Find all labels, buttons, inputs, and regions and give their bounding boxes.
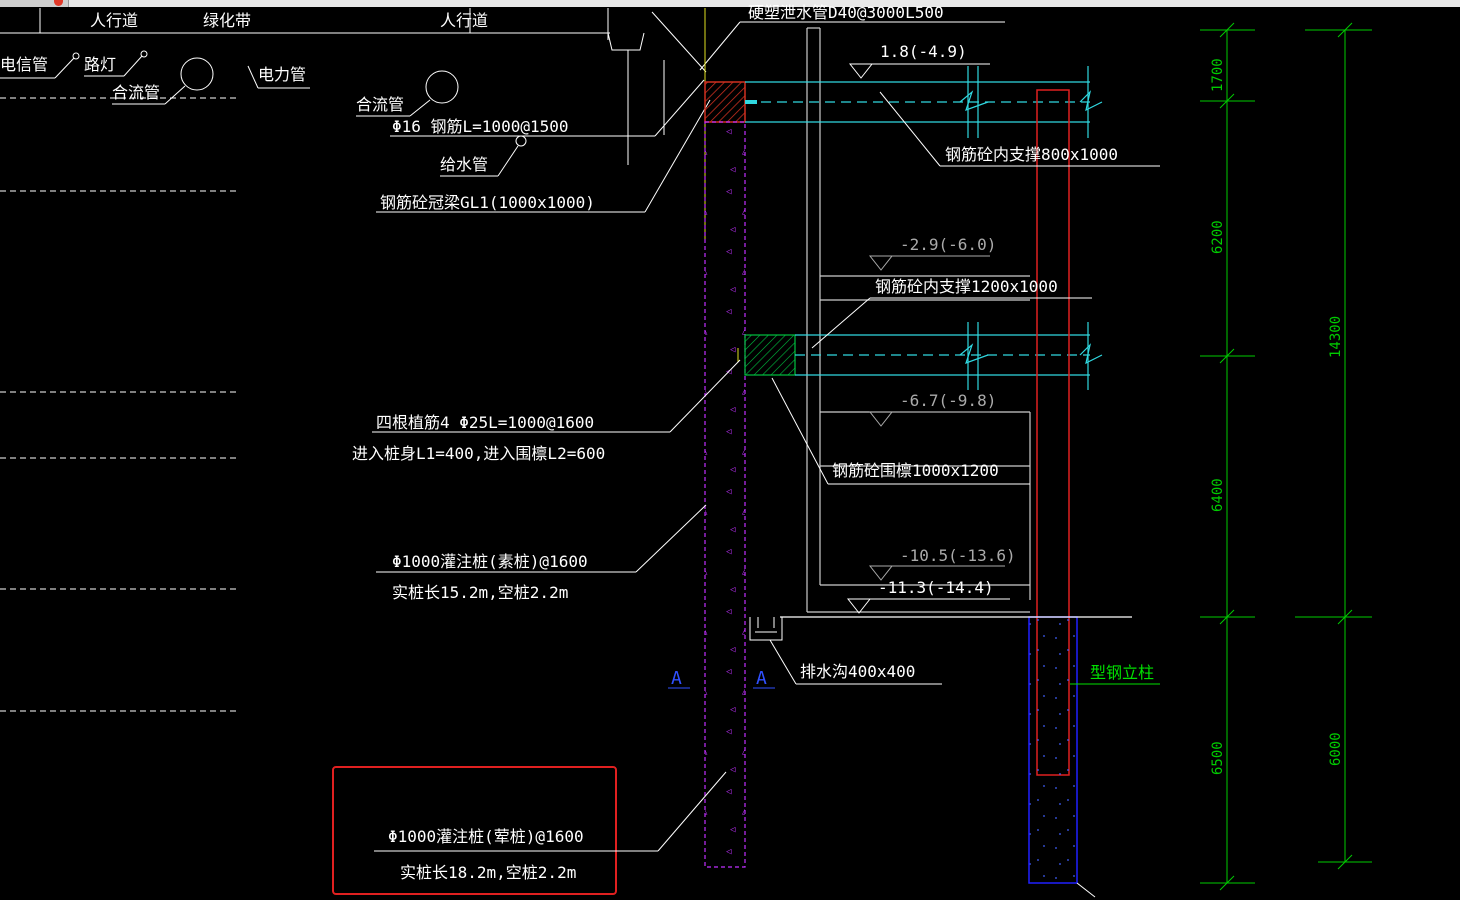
dim-6500: 6500 [1210,741,1226,775]
plain-pile-leader-diag [635,504,707,573]
elevation-marker-5: -11.3(-14.4) [846,578,1010,614]
elevation-5-text: -11.3(-14.4) [878,578,994,597]
column-pile [1028,616,1078,884]
waler-label: 钢筋砼围檩1000x1200 [832,461,999,480]
dimension-chain-outer [1295,22,1372,870]
road-sidewalk-left-label: 人行道 [90,11,138,30]
rc-pile-line1: Φ1000灌注桩(荤桩)@1600 [388,827,584,846]
drainage-ditch [749,617,783,641]
telecom-pipe-dot [72,52,80,60]
section-mark-right: A [756,668,767,689]
inner-wall [806,27,1031,613]
street-light-dot [140,50,148,58]
combined-pipe-right-leader-diag [409,99,431,117]
highlight-box[interactable] [332,766,617,895]
street-light-leader-diag [123,55,143,77]
dimension-chain-inner [1200,22,1255,891]
elevation-4-text: -10.5(-13.6) [900,546,1016,565]
combined-pipe-right-circle [425,70,459,104]
drain-pipe-leader-diag [699,21,741,71]
plain-pile-line1: Φ1000灌注桩(素桩)@1600 [392,552,588,571]
road-surface [0,8,665,165]
dim-14300: 14300 [1328,316,1344,358]
elevation-3-text: -6.7(-9.8) [900,391,996,410]
drainage-ditch-leader-diag [769,639,797,685]
cap-beam [704,81,746,123]
rc-pile-line2: 实桩长18.2m,空桩2.2m [400,863,576,882]
rebar-phi16-leader-diag [654,79,705,137]
waler [744,334,796,376]
combined-pipe-left-circle [180,57,214,91]
planted-rebar-line1: 四根植筋4 Φ25L=1000@1600 [376,413,594,432]
dim-6200: 6200 [1210,220,1226,254]
support-2-label: 钢筋砼内支撑1200x1000 [875,277,1058,296]
elevation-marker-2: -2.9(-6.0) [868,235,996,271]
cap-beam-leader-diag [644,99,711,213]
column-pile-bottom-tick [1076,882,1096,898]
bored-pile [704,121,746,868]
power-pipe-label: 电力管 [258,65,306,84]
close-icon[interactable] [54,0,63,6]
waler-leader-diag [771,377,829,485]
elevation-marker-4: -10.5(-13.6) [868,546,1016,581]
combined-pipe-left-label: 合流管 [112,83,160,102]
dim-6000: 6000 [1328,732,1344,766]
dim-6400: 6400 [1210,478,1226,512]
support-1-leader-diag [879,91,941,167]
elevation-1-text: 1.8(-4.9) [880,42,967,61]
planted-rebar-line2: 进入桩身L1=400,进入围檩L2=600 [352,444,605,463]
road-green-belt-label: 绿化带 [203,11,251,30]
water-pipe-label: 给水管 [440,155,488,174]
planted-rebar-leader-diag [669,359,741,433]
street-light-label: 路灯 [84,55,116,74]
elevation-marker-3: -6.7(-9.8) [868,391,996,427]
support-2-leader-diag [811,297,871,349]
concrete-support-2 [795,322,1103,390]
dim-1700: 1700 [1210,58,1226,92]
power-pipe-leader-diag [247,65,259,89]
tab-edge[interactable] [0,0,69,7]
combined-pipe-left-leader-diag [164,85,186,105]
steel-column-label: 型钢立柱 [1090,663,1154,682]
plain-pile-line2: 实桩长15.2m,空桩2.2m [392,583,568,602]
elevation-marker-1: 1.8(-4.9) [848,42,990,79]
window-top-strip [0,0,1460,7]
drainage-ditch-label: 排水沟400x400 [800,662,915,681]
road-sidewalk-right-label: 人行道 [440,11,488,30]
section-mark-left: A [671,668,682,689]
concrete-support-1 [745,66,1103,138]
rebar-phi16-label: Φ16 钢筋L=1000@1500 [392,117,569,136]
water-pipe-leader-diag [497,145,519,177]
support-1-label: 钢筋砼内支撑800x1000 [945,145,1118,164]
telecom-pipe-label: 电信管 [0,55,48,74]
support-1-hatch-bar [745,100,757,104]
elevation-2-text: -2.9(-6.0) [900,235,996,254]
water-pipe-dot [515,135,527,147]
combined-pipe-right-label: 合流管 [356,95,404,114]
cap-beam-label: 钢筋砼冠梁GL1(1000x1000) [380,193,595,212]
dashed-reference-lines [0,97,238,712]
drain-pipe-label: 硬塑泄水管D40@3000L500 [748,3,944,22]
telecom-leader-diag [54,57,75,79]
drain-pipe-leader-diag2 [651,11,707,73]
rc-pile-leader-diag [657,771,727,852]
